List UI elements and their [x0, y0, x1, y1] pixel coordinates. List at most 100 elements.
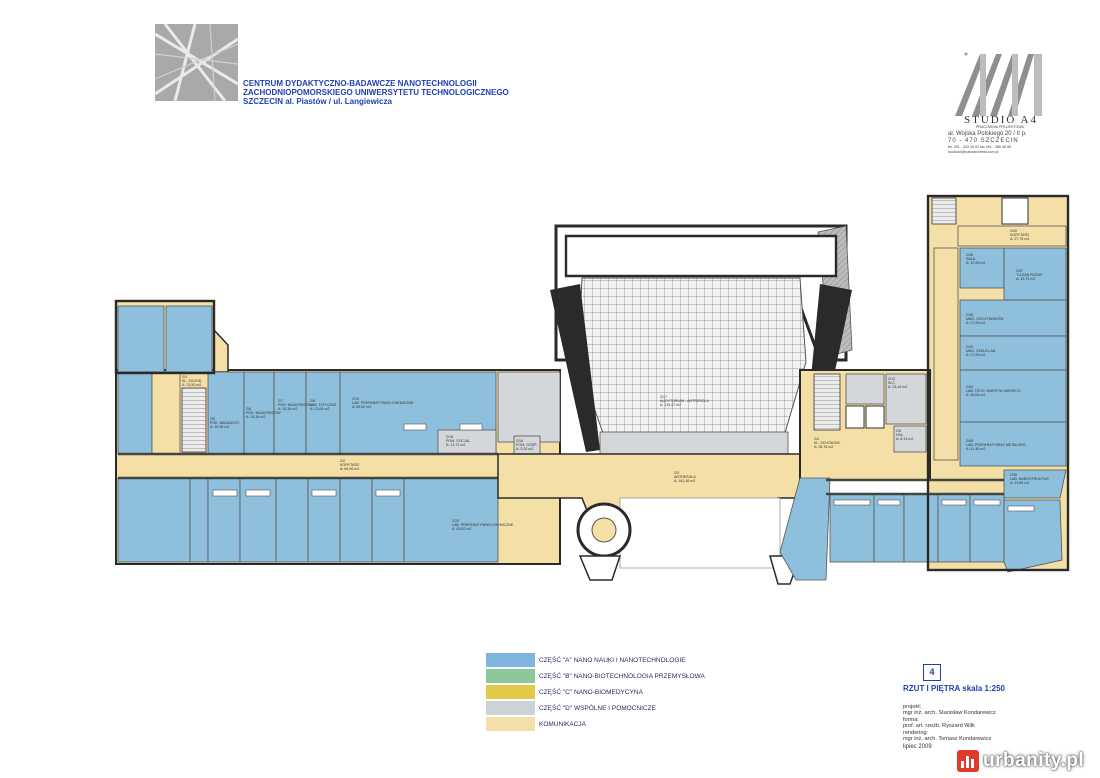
label-lab-tech-area: A: 40,04 m2 [966, 393, 985, 397]
label-wc-area: A: 23,16 m2 [888, 385, 907, 389]
label-mag-szkla-name: MAG. SZKŁA LAB. [966, 349, 996, 353]
room-right-narrow [933, 247, 959, 461]
sheet-date: lipiec 2009 [903, 744, 932, 750]
credit-line-4: prof. art. rzeźb. Ryszard Wilk [903, 723, 975, 730]
label-clean-name: "CLEAN ROOM" [1016, 273, 1043, 277]
room-bottom-right-1 [779, 477, 831, 581]
label-clean-id: 2/47 [1016, 269, 1023, 273]
legend-label-d: CZĘŚĆ "D" WSPÓLNE I POMOCNICZE [539, 705, 656, 712]
title-line-1: CENTRUM DYDAKTYCZNO-BADAWCZE NANOTECHNOL… [243, 79, 477, 88]
title-line-3: SZCZECIN al. Piastów / ul. Langiewicza [243, 97, 392, 106]
label-mag-szkla-id: 2/43 [966, 345, 973, 349]
title-line-2: ZACHODNIOPOMORSKIEGO UNIWERSYTETU TECHNO… [243, 88, 509, 97]
stair-left [181, 387, 207, 453]
room-lab-tech [959, 369, 1067, 423]
label-lab-bottom-area: A: 83,52 m2 [452, 527, 471, 531]
lift-core-1 [845, 405, 865, 429]
room-upper-5 [273, 371, 307, 455]
room-lower-2 [189, 477, 209, 563]
auditorium-wall-left [550, 284, 600, 452]
room-bottom-right-3 [873, 493, 905, 563]
label-mag-odczyn-area: A: 27,99 m2 [966, 321, 985, 325]
label-kl-schod-name: KL. SCHOD. [182, 379, 202, 383]
label-pom-socjal-name: POM. SOCJAL. [446, 439, 471, 443]
bay-left [578, 555, 622, 581]
address-line-2: 70 - 470 SZCZECIN [948, 138, 1019, 144]
connector-bevel [213, 328, 229, 373]
auditorium-balcony [599, 431, 789, 455]
label-kl-schodow-name: KL. SCHODOW. [814, 441, 840, 445]
label-lab-nano-name: LAB. NANOSTRUKTUR [1010, 477, 1049, 481]
room-mag-odczyn [959, 299, 1067, 337]
label-korytarz-r-area: A: 27,76 m2 [1010, 237, 1029, 241]
credit-line-1: projekt: [903, 704, 922, 710]
room-upper-2 [151, 371, 181, 455]
credit-line-5: rendering: [903, 729, 929, 736]
label-lab-metal-area: A: 41,45 m2 [966, 447, 985, 451]
address-line-1: al. Wojska Polskiego 20 / II p. [948, 131, 1027, 137]
room-left-a [117, 305, 165, 373]
label-lab-metal-name: LAB. PREPARATYWNO METALURG. [966, 443, 1027, 447]
studio-name: STUDIO A4 [964, 114, 1038, 126]
label-aula-name: AUDYTORIUM - ANTRESOLA [660, 399, 709, 403]
studio-subtitle: PRACOWNIA PROJEKTOWA [976, 125, 1024, 129]
room-right-sala [959, 247, 1005, 289]
room-wc [885, 373, 927, 425]
label-lt3-name: POK. NAUKOWCÓW [278, 402, 313, 407]
contact-line-2: studioa4@nanoarchitekt.com.pl [948, 150, 999, 154]
label-aula-id: 2/17 [660, 395, 667, 399]
legend-label-e: KOMUNIKACJA [539, 721, 586, 728]
credit-line-3: forma: [903, 716, 919, 723]
label-korytarz-r-name: KORYTARZ [1010, 233, 1030, 237]
label-lt2-area: A: 15,36 m2 [246, 415, 265, 419]
watermark-text: urbanity.pl [983, 750, 1085, 771]
label-mag-szkla-area: A: 27,99 m2 [966, 353, 985, 357]
credits: projekt: mgr inż. arch. Stanisław Kondar… [903, 704, 996, 742]
label-lt1-name: POK. BADAWCZY [210, 421, 240, 425]
legend-swatch-c [486, 685, 535, 699]
room-upper-4 [243, 371, 275, 455]
room-lab-metal [959, 421, 1067, 467]
label-lt4-id: 2/8 [310, 399, 315, 403]
label-korytarz-id: 2/2 [340, 459, 345, 463]
stair-right-core [813, 373, 841, 431]
label-pom-socjal-area: A: 13,71 m2 [446, 443, 465, 447]
label-lt1-area: A: 15,36 m2 [210, 425, 229, 429]
label-antresola-id: 2/3 [674, 471, 679, 475]
label-lab-bottom-id: 2/20 [452, 519, 459, 523]
room-mag-szkla [959, 335, 1067, 371]
label-lab-top-name: LAB. PREPARATYWNO-CHEMICZNE [352, 401, 414, 405]
room-bottom-right-4 [903, 493, 939, 563]
label-korytarz-name: KORYTARZ [340, 463, 360, 467]
legend-swatch-e [486, 717, 535, 731]
room-pom-socjal [437, 429, 497, 455]
room-upper-3 [207, 371, 245, 455]
label-pom-gosp-area: A: 3,20 m2 [516, 447, 533, 451]
label-aula-area: A: 119,47 m2 [660, 403, 681, 407]
label-lt3-id: 2/7 [278, 399, 283, 403]
label-lt1-id: 2/5 [210, 417, 215, 421]
legend-label-c: CZĘŚĆ "C" NANO-BIOMEDYCYNA [539, 689, 643, 696]
room-upper-right [497, 371, 561, 443]
label-sala-r-name: SALA [966, 257, 976, 261]
legend-label-b: CZĘŚĆ "B" NANO-BIOTECHNOLOGIA PRZEMYSŁOW… [539, 673, 705, 680]
label-antresola-area: A: 161,46 m2 [674, 479, 695, 483]
legend-label-a: CZĘŚĆ "A" NANO NAUKI I NANOTECHNOLOGIE [539, 657, 686, 664]
label-lt3-area: A: 15,36 m2 [278, 407, 297, 411]
legend-item-c: CZĘŚĆ "C" NANO-BIOMEDYCYNA [486, 685, 786, 699]
legend-item-d: CZĘŚĆ "D" WSPÓLNE I POMOCNICZE [486, 701, 786, 715]
label-mag-odczyn-id: 2/48 [966, 313, 973, 317]
legend-swatch-d [486, 701, 535, 715]
contact-line-1: tel. 091 - 433 15 02 fax 091 - 486 48 56 [948, 145, 1011, 149]
spiral-stair-core [591, 517, 617, 543]
label-kl-schod-id: 2/1 [182, 375, 187, 379]
label-sala-r-area: A: 10,93 m2 [966, 261, 985, 265]
room-bottom-right-2 [829, 493, 875, 563]
label-lt2-id: 2/6 [246, 407, 251, 411]
room-upper-6 [305, 371, 341, 455]
watermark: urbanity.pl [957, 748, 1084, 774]
legend-swatch-a [486, 653, 535, 667]
label-wc-name: W.C. [888, 381, 896, 385]
label-lab-top-area: A: 83,52 m2 [352, 405, 371, 409]
label-hall-r-area: A: 8,13 m2 [896, 437, 913, 441]
